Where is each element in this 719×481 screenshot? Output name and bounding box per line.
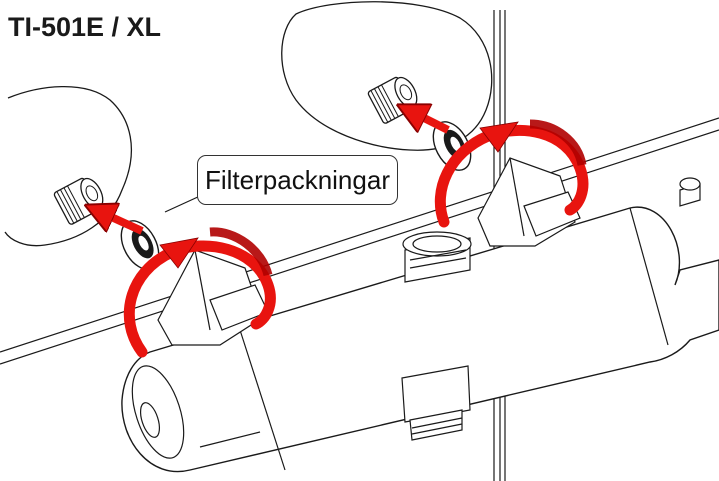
right-union-nut (477, 157, 581, 247)
insertion-arrows (96, 110, 450, 235)
rotation-arrows (123, 119, 589, 358)
right-rotation-arrow-icon (434, 125, 589, 228)
left-filter-gasket (120, 220, 160, 270)
right-straight-arrow-icon (408, 110, 450, 134)
left-rotation-arrow-icon (123, 240, 276, 358)
callout-leader (164, 195, 201, 213)
filter-gasket-callout: Filterpackningar (197, 155, 398, 205)
rear-rail (0, 117, 719, 365)
left-straight-arrow-icon (96, 210, 144, 235)
mixer-body (121, 206, 719, 473)
model-title: TI-501E / XL (8, 12, 162, 42)
bottom-outlet-fitting (401, 365, 471, 441)
right-wall-cloud (281, 1, 493, 151)
top-outlet-fitting (402, 231, 472, 283)
mixer-details (131, 177, 701, 471)
